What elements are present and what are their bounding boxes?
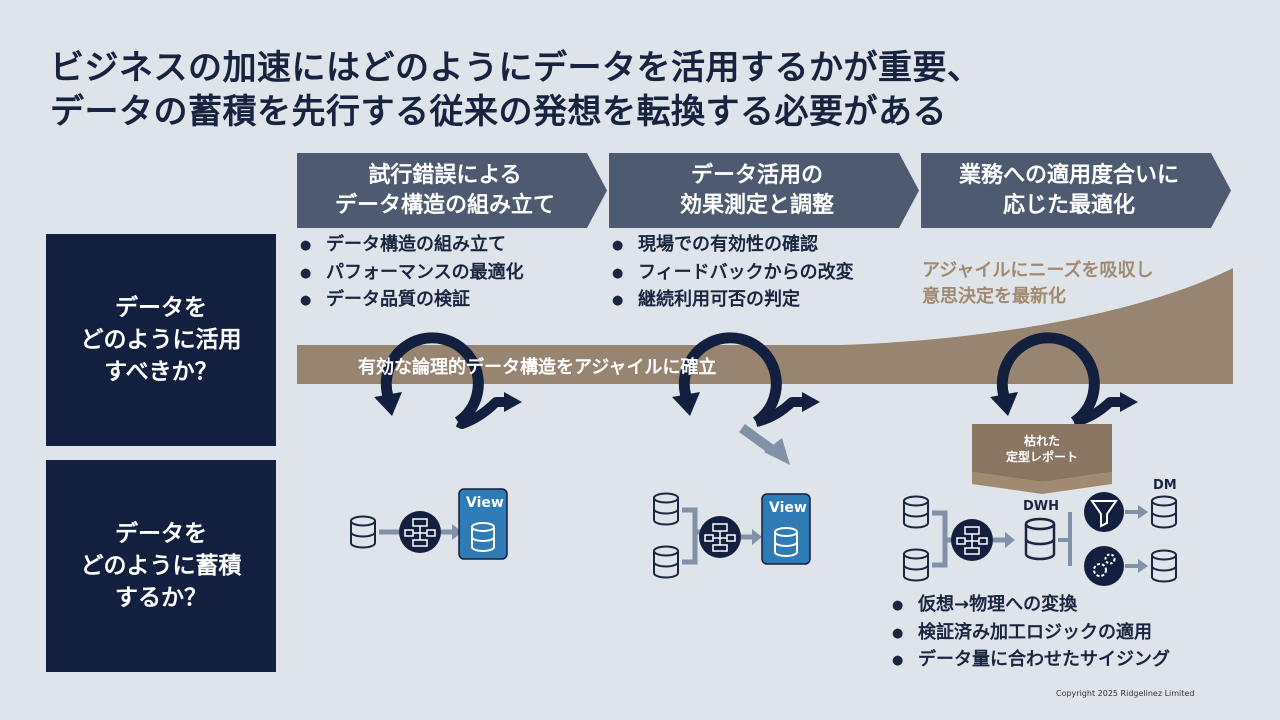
database-icon — [471, 522, 495, 552]
agile-note-line-2: 意思決定を最新化 — [922, 286, 1066, 307]
row-store-line-2: どのように蓄積 — [80, 553, 242, 579]
database-icon — [653, 545, 679, 579]
step-3-line-2: 応じた最適化 — [1002, 192, 1135, 218]
step-1-bullets: データ構造の組み立て パフォーマンスの最適化 データ品質の検証 — [300, 232, 524, 315]
chevron-shape — [297, 153, 607, 228]
step-1-line-2: データ構造の組み立て — [334, 192, 555, 218]
gear-icon — [1084, 546, 1124, 586]
step-chevron-1: 試行錯誤による データ構造の組み立て — [297, 153, 607, 228]
cycle-arrow-icon — [672, 332, 820, 465]
agile-note: アジャイルにニーズを吸収し 意思決定を最新化 — [922, 258, 1153, 310]
report-line-1: 枯れた — [1023, 434, 1060, 448]
report-shape — [972, 424, 1112, 482]
view-label: View — [466, 495, 504, 511]
chevron-shape — [609, 153, 919, 228]
row-store-line-1: データを — [115, 521, 207, 547]
database-icon — [903, 495, 929, 529]
dwh-label: DWH — [1023, 499, 1060, 514]
bullet-item: 検証済み加工ロジックの適用 — [892, 620, 1170, 648]
database-icon — [774, 527, 798, 557]
step-3-bullets: 仮想→物理への変換 検証済み加工ロジックの適用 データ量に合わせたサイジング — [892, 592, 1170, 675]
row-label-store: データを どのように蓄積 するか？ — [46, 460, 276, 672]
chevron-shape — [921, 153, 1231, 228]
bullet-item: フィードバックからの改変 — [612, 260, 854, 288]
row-label-use: データを どのように活用 すべきか？ — [46, 234, 276, 446]
step-2-bullets: 現場での有効性の確認 フィードバックからの改変 継続利用可否の判定 — [612, 232, 854, 315]
row-use-line-1: データを — [115, 295, 207, 321]
row-store-line-3: するか？ — [115, 585, 207, 611]
step-1-line-1: 試行錯誤による — [368, 162, 522, 188]
database-icon — [903, 548, 929, 582]
band-label: 有効な論理的データ構造をアジャイルに確立 — [358, 357, 717, 378]
bullet-item: パフォーマンスの最適化 — [300, 260, 524, 288]
step-chevron-2: データ活用の 効果測定と調整 — [609, 153, 919, 228]
flowchart-icon — [699, 516, 741, 558]
copyright: Copyright 2025 Ridgelinez Limited — [1056, 689, 1195, 698]
agile-band — [297, 268, 1233, 384]
cycle-arrow-icon — [374, 332, 522, 429]
agile-note-line-1: アジャイルにニーズを吸収し — [922, 260, 1154, 281]
report-label: 枯れた 定型レポート — [972, 433, 1112, 465]
database-icon — [1151, 495, 1177, 529]
title-line-2: データの蓄積を先行する従来の発想を転換する必要がある — [50, 92, 947, 132]
bullet-item: データ品質の検証 — [300, 287, 524, 315]
bullet-item: 現場での有効性の確認 — [612, 232, 854, 260]
flowchart-icon — [399, 511, 441, 553]
row-use-line-3: すべきか？ — [104, 359, 218, 385]
cycle-arrow-icon — [990, 332, 1138, 427]
bullet-item: データ構造の組み立て — [300, 232, 524, 260]
step-2-line-1: データ活用の — [690, 162, 823, 188]
view-label: View — [769, 500, 807, 516]
row-use-line-2: どのように活用 — [80, 327, 242, 353]
step-3-line-1: 業務への適用度合いに — [958, 162, 1179, 188]
flowchart-icon — [951, 519, 993, 561]
database-icon — [1024, 517, 1056, 561]
step-chevron-3: 業務への適用度合いに 応じた最適化 — [921, 153, 1231, 228]
page-title: ビジネスの加速にはどのようにデータを活用するかが重要、 データの蓄積を先行する従… — [50, 46, 1250, 134]
step-2-line-2: 効果測定と調整 — [679, 192, 834, 218]
bullet-item: 仮想→物理への変換 — [892, 592, 1170, 620]
flow-line — [932, 510, 953, 568]
database-icon — [1151, 549, 1177, 583]
bullet-item: データ量に合わせたサイジング — [892, 647, 1170, 675]
database-icon — [653, 492, 679, 526]
title-line-1: ビジネスの加速にはどのようにデータを活用するかが重要、 — [50, 48, 982, 88]
bullet-item: 継続利用可否の判定 — [612, 287, 854, 315]
database-icon — [350, 515, 376, 549]
filter-icon — [1084, 492, 1124, 532]
report-line-2: 定型レポート — [1005, 450, 1078, 464]
dm-label: DM — [1153, 478, 1177, 493]
